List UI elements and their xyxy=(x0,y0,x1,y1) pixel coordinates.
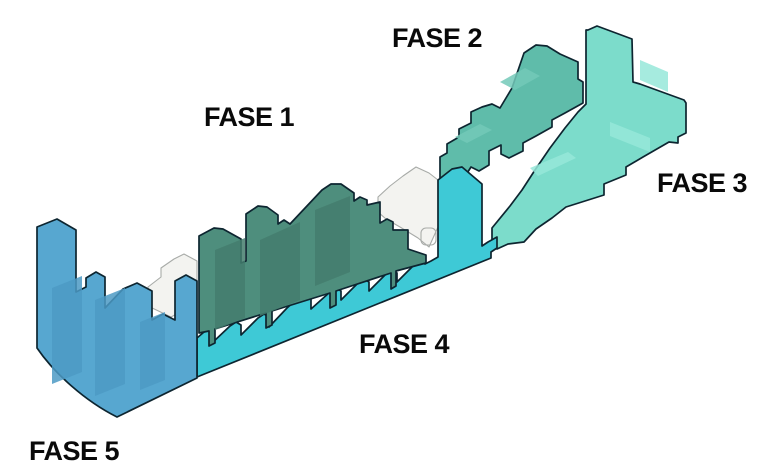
fase-5-inner-blocks xyxy=(52,276,165,396)
fase-2-inner-blocks xyxy=(455,68,540,143)
fase-1-inner-block-2 xyxy=(260,222,300,316)
fase-3-label: FASE 3 xyxy=(657,168,748,198)
fase-2-inner-roof xyxy=(500,68,540,90)
fase-3-shape xyxy=(491,25,687,250)
fase-1-shape xyxy=(198,183,427,347)
fase-3-inner-block-2 xyxy=(610,122,650,152)
fase-3-group xyxy=(491,25,687,250)
fase-5-inner-block-2 xyxy=(95,288,125,396)
fase-5-label: FASE 5 xyxy=(29,436,120,466)
fase-1-inner-block xyxy=(215,238,245,330)
fase-1-label: FASE 1 xyxy=(204,102,295,132)
fase-2-inner-roof-2 xyxy=(455,124,492,143)
fase-1-inner-blocks xyxy=(215,196,350,330)
fase-1-inner-block-3 xyxy=(315,196,350,286)
fase-5-inner-block-3 xyxy=(140,312,165,390)
fase-3-inner-bar xyxy=(530,152,576,176)
fase-2-label: FASE 2 xyxy=(392,23,483,53)
fase-4-label: FASE 4 xyxy=(359,329,450,359)
fase-5-inner-block xyxy=(52,276,82,384)
fase-2-group xyxy=(439,44,584,207)
fase-2-shape xyxy=(439,44,584,207)
fase-1-group xyxy=(198,183,427,347)
fase-5-group xyxy=(36,218,198,418)
fase-3-inner-blocks xyxy=(530,60,668,176)
fase-3-inner-block xyxy=(640,60,668,92)
unbuilt-detail-rounded-block xyxy=(420,227,437,246)
